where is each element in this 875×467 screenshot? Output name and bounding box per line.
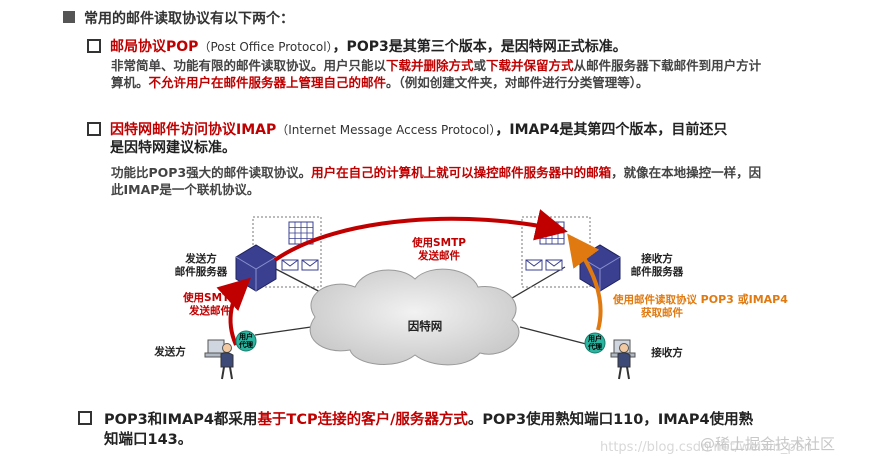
receiver-user-agent-label-1: 用户 xyxy=(588,335,602,343)
pop-desc-text-1: 非常简单、功能有限的邮件读取协议。用户只能以 xyxy=(111,58,387,73)
pop-english: （Post Office Protocol） xyxy=(198,40,333,54)
receiver-server-label-1: 接收方 xyxy=(641,253,673,265)
imap-heading: 因特网邮件访问协议IMAP（Internet Message Access Pr… xyxy=(110,119,727,139)
imap-desc-text-2: ，就像在本地操控一样，因此IMAP是一个联机协议。 xyxy=(111,165,762,197)
smtp-transfer-arrow xyxy=(273,209,568,262)
receiver-server-label-2: 邮件服务器 xyxy=(630,266,684,278)
watermark-brand: @稀土掘金技术社区 xyxy=(700,435,836,453)
sender-user-agent-label-1: 用户 xyxy=(239,333,253,341)
internet-label: 因特网 xyxy=(407,319,443,333)
footer-text-1: POP3和IMAP4都采用 xyxy=(104,412,258,428)
read-protocol-names: POP3 或IMAP4 xyxy=(700,293,788,306)
internet-cloud xyxy=(309,268,520,366)
read-protocol-arrow xyxy=(567,233,603,331)
pop-desc-red-2: 下载并保留方式 xyxy=(486,58,574,73)
smtp-top-label-1: 使用SMTP xyxy=(412,237,466,249)
pop-desc-text-3: 从邮件服务器下载邮件到用户方计算机。 xyxy=(111,58,762,90)
pop-desc-red-1: 下载并删除方式 xyxy=(386,58,474,73)
sender-server-label: 发送方 邮件服务器 xyxy=(172,253,230,279)
imap-description: 功能比POP3强大的邮件读取协议。用户在自己的计算机上就可以操控邮件服务器中的邮… xyxy=(111,164,771,198)
smtp-left-label-1: 使用SMTP xyxy=(183,292,237,304)
read-protocol-label-1: 使用邮件读取协议 xyxy=(613,294,697,306)
sender-user-agent-icon xyxy=(235,330,257,352)
sender-label: 发送方 xyxy=(154,346,186,358)
email-diagram xyxy=(204,209,636,380)
sender-envelope-icons xyxy=(281,259,319,271)
smtp-left-label-2: 发送邮件 xyxy=(189,305,231,317)
pop-desc-red-3: 不允许用户在邮件服务器上管理自己的邮件 xyxy=(148,75,387,90)
imap-rest-1: ，IMAP4是其第四个版本，目前还只 xyxy=(495,122,728,138)
receiver-user-agent-icon xyxy=(584,332,606,354)
smtp-upload-arrow xyxy=(216,277,251,346)
receiver-label: 接收方 xyxy=(651,347,683,359)
footer-text-2: 。POP3使用熟知端口110，IMAP4使用熟 xyxy=(467,412,754,428)
pop-desc-text-4: 。（例如创建文件夹，对邮件进行分类管理等）。 xyxy=(386,75,649,90)
footer-text-line2: 知端口143。 xyxy=(104,432,193,448)
sender-user-agent-label: 用户 代理 xyxy=(236,333,256,349)
imap-bullet xyxy=(87,122,101,136)
sender-mailbox-grid-icon xyxy=(288,221,314,245)
receiver-server-label: 接收方 邮件服务器 xyxy=(626,253,688,279)
footer-text: POP3和IMAP4都采用基于TCP连接的客户/服务器方式。POP3使用熟知端口… xyxy=(104,408,753,429)
page-title: 常用的邮件读取协议有以下两个： xyxy=(84,11,294,27)
receiver-person-icon xyxy=(610,339,636,380)
imap-name: 因特网邮件访问协议IMAP xyxy=(110,122,277,138)
imap-desc-red-1: 用户在自己的计算机上就可以操控邮件服务器中的邮箱 xyxy=(311,165,612,180)
read-protocol-label: 使用邮件读取协议 POP3 或IMAP4 获取邮件 xyxy=(613,293,788,320)
receiver-envelope-icons xyxy=(525,259,563,271)
imap-heading-line2: 是因特网建议标准。 xyxy=(110,140,236,156)
receiver-server-icon xyxy=(579,244,621,292)
pop-bullet xyxy=(87,39,101,53)
sender-server-label-2: 邮件服务器 xyxy=(174,266,228,278)
header-bullet xyxy=(63,11,75,23)
pop-desc-text-2: 或 xyxy=(473,58,487,73)
smtp-top-label-2: 发送邮件 xyxy=(418,250,460,262)
smtp-left-label: 使用SMTP 发送邮件 xyxy=(177,292,243,318)
read-protocol-label-2: 获取邮件 xyxy=(641,307,683,319)
footer-bullet xyxy=(78,411,92,425)
watermark-blog: https://blog.csdn.net/weixin_pan xyxy=(600,440,812,455)
sender-user-agent-label-2: 代理 xyxy=(239,341,253,349)
pop-name: 邮局协议POP xyxy=(110,39,199,55)
imap-desc-text-1: 功能比POP3强大的邮件读取协议。 xyxy=(111,165,312,180)
sender-server-label-1: 发送方 xyxy=(185,253,217,265)
receiver-user-agent-label-2: 代理 xyxy=(588,343,602,351)
imap-english: （Internet Message Access Protocol） xyxy=(276,123,496,137)
pop-description: 非常简单、功能有限的邮件读取协议。用户只能以下载并删除方式或下载并保留方式从邮件… xyxy=(111,57,771,91)
sender-person-icon xyxy=(204,339,234,380)
pop-heading: 邮局协议POP（Post Office Protocol），POP3是其第三个版… xyxy=(110,36,627,56)
receiver-user-agent-label: 用户 代理 xyxy=(585,335,605,351)
pop-rest: ，POP3是其第三个版本，是因特网正式标准。 xyxy=(332,39,627,55)
footer-red: 基于TCP连接的客户/服务器方式 xyxy=(257,412,468,428)
smtp-top-label: 使用SMTP 发送邮件 xyxy=(404,237,474,263)
